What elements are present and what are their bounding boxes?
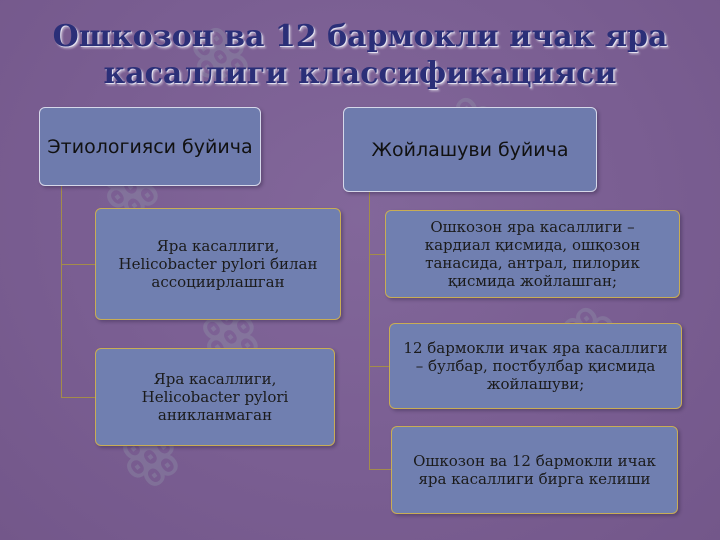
location-item-1-text: Ошкозон яра касаллиги – кардиал қисмида,… [424, 218, 641, 290]
location-item-2: 12 бармокли ичак яра касаллиги – булбар,… [389, 323, 682, 409]
right-tree-branch-line-2 [369, 366, 389, 367]
left-tree-branch-line-1 [61, 264, 95, 265]
location-item-2-text: 12 бармокли ичак яра касаллиги – булбар,… [403, 339, 668, 393]
location-item-3: Ошкозон ва 12 бармокли ичак яра касаллиг… [391, 426, 678, 514]
left-tree-vertical-line [61, 186, 62, 398]
left-tree-branch-line-2 [61, 397, 95, 398]
etiology-header-box: Этиологияси буйича [39, 107, 261, 186]
location-header-box: Жойлашуви буйича [343, 107, 597, 192]
etiology-item-2-text: Яра касаллиги, Helicobacter pylori аникл… [141, 370, 289, 424]
etiology-item-2: Яра касаллиги, Helicobacter pylori аникл… [95, 348, 335, 446]
location-item-1: Ошкозон яра касаллиги – кардиал қисмида,… [385, 210, 680, 298]
right-tree-vertical-line [369, 192, 370, 470]
etiology-item-1-text: Яра касаллиги, Helicobacter pylori билан… [118, 237, 318, 291]
etiology-header-label: Этиологияси буйича [47, 135, 253, 158]
right-tree-branch-line-1 [369, 254, 385, 255]
location-header-label: Жойлашуви буйича [371, 138, 569, 161]
slide-title: Ошкозон ва 12 бармокли ичак яра касаллиг… [52, 19, 668, 91]
right-tree-branch-line-3 [369, 469, 391, 470]
location-item-3-text: Ошкозон ва 12 бармокли ичак яра касаллиг… [413, 452, 656, 488]
etiology-item-1: Яра касаллиги, Helicobacter pylori билан… [95, 208, 341, 320]
